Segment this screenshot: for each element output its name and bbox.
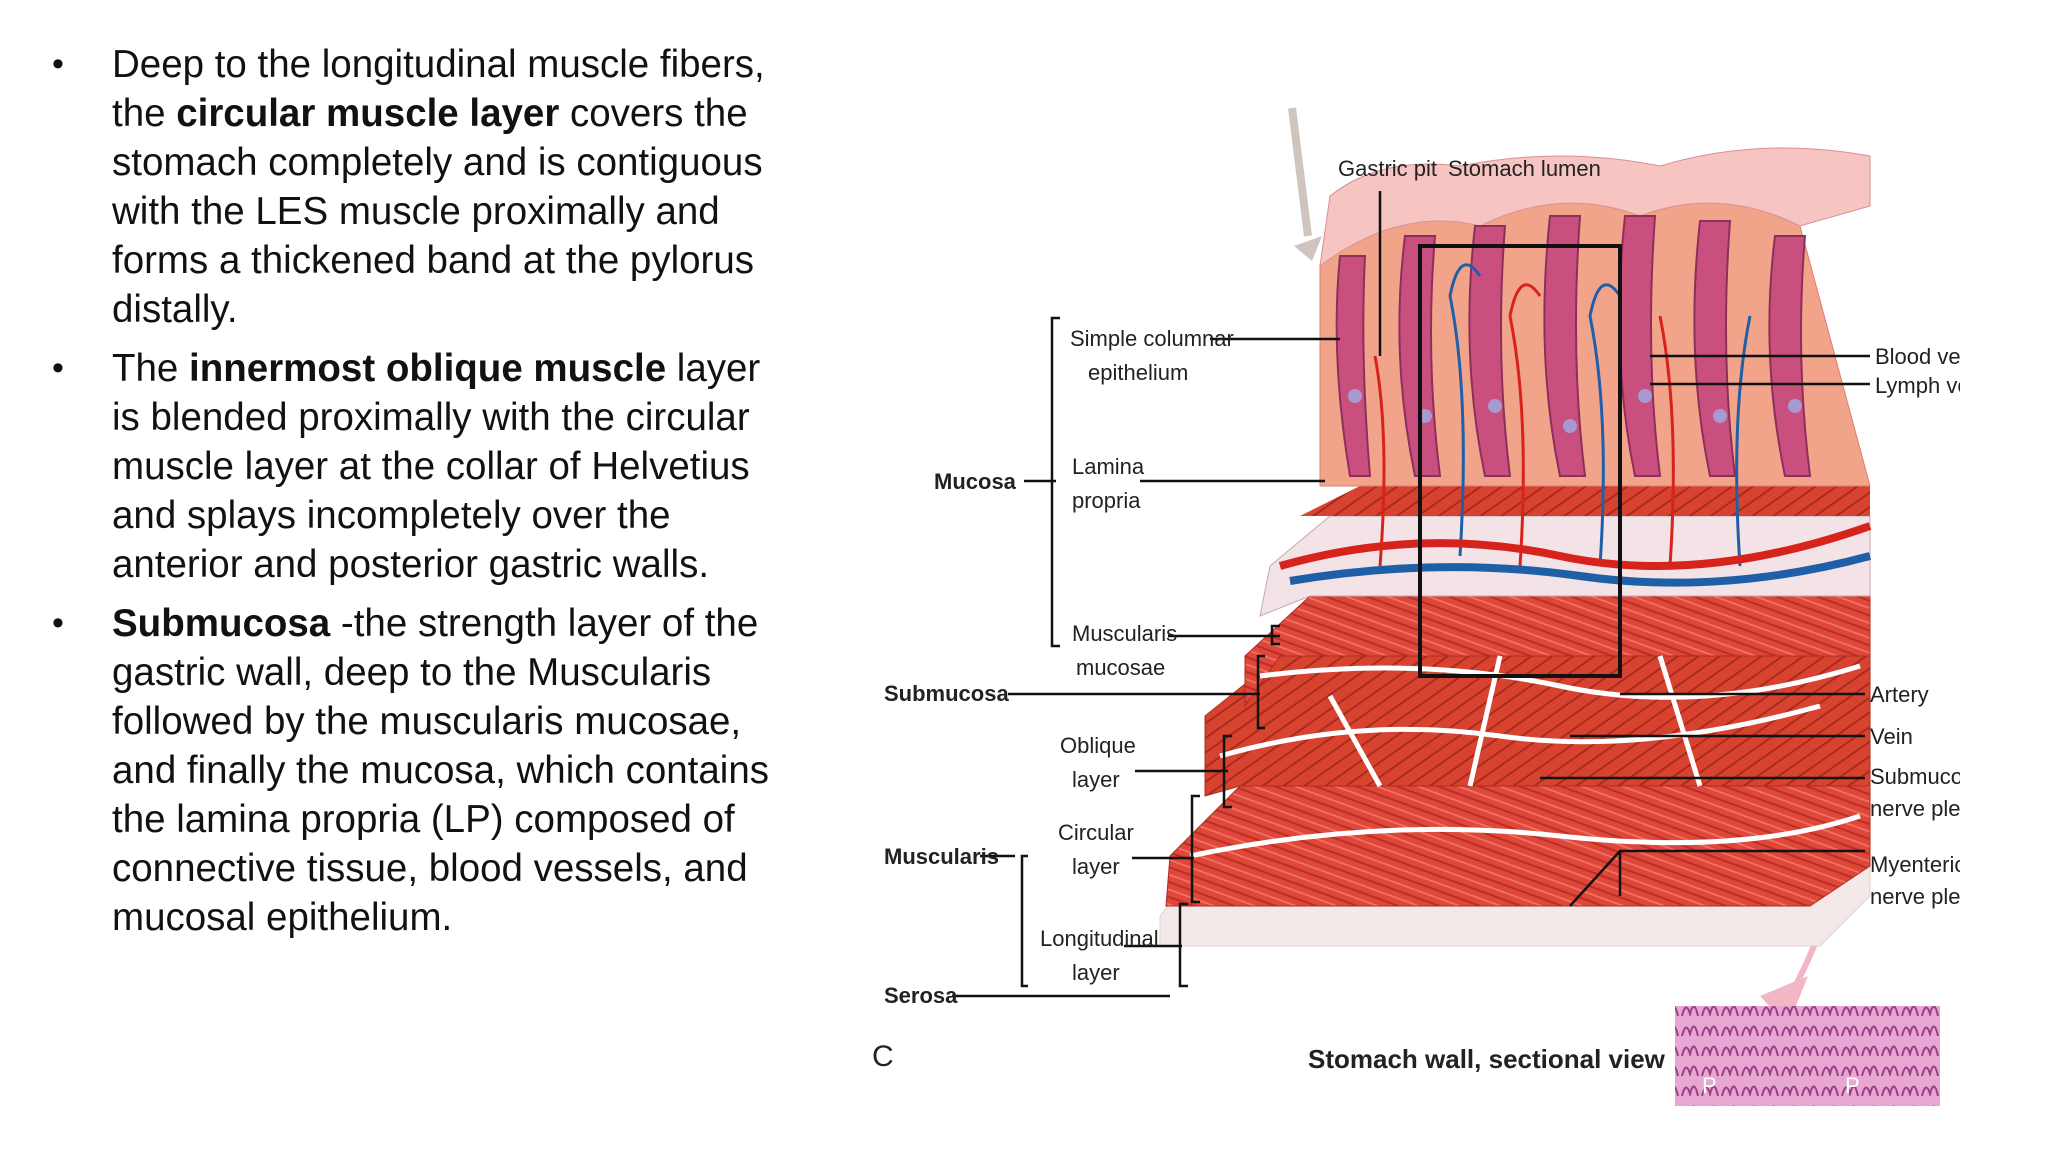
figure-caption: Stomach wall, sectional view bbox=[1308, 1044, 1666, 1074]
stomach-lumen-label: Stomach lumen bbox=[1448, 156, 1601, 181]
submucosal-plexus-label-1: Submucosal bbox=[1870, 764, 1960, 789]
detail-box bbox=[1418, 244, 1622, 678]
submucosa-label: Submucosa bbox=[884, 681, 1009, 706]
circular-layer-label-1: Circular bbox=[1058, 820, 1134, 845]
bullet-list: •Deep to the longitudinal muscle fibers,… bbox=[48, 40, 788, 952]
submucosal-plexus-label-2: nerve plexus bbox=[1870, 796, 1960, 821]
muscularis-mucosae-label-2: mucosae bbox=[1076, 655, 1165, 680]
pointer-arrow-head bbox=[1294, 236, 1322, 261]
myenteric-plexus-label-2: nerve plexus bbox=[1870, 884, 1960, 909]
lamina-label: Lamina bbox=[1072, 454, 1145, 479]
muscularis-label: Muscularis bbox=[884, 844, 999, 869]
serosa-label: Serosa bbox=[884, 983, 958, 1008]
panel-letter: C bbox=[872, 1040, 894, 1073]
connective-tissue-seams bbox=[1189, 655, 1861, 859]
inset-mark-right: P bbox=[1845, 1073, 1860, 1098]
blood-vessel-label: Blood vessel bbox=[1875, 344, 1960, 369]
detail-arrow-head bbox=[1760, 976, 1808, 1026]
pointer-arrow bbox=[1288, 107, 1312, 237]
muscularis-mucosae-label-1: Muscularis bbox=[1072, 621, 1177, 646]
oblique-layer-label-1: Oblique bbox=[1060, 733, 1136, 758]
mucosa-label: Mucosa bbox=[934, 469, 1017, 494]
oblique-layer-label-2: layer bbox=[1072, 767, 1120, 792]
bullet-item: •Submucosa -the strength layer of the ga… bbox=[48, 599, 788, 942]
gastric-pit-label: Gastric pit bbox=[1338, 156, 1437, 181]
submucosa-vessels bbox=[1278, 522, 1872, 587]
artery-label: Artery bbox=[1870, 682, 1929, 707]
inset-mark-left: P bbox=[1702, 1073, 1717, 1098]
bullet-dot: • bbox=[52, 349, 64, 387]
histology-inset bbox=[1675, 1006, 1940, 1106]
myenteric-plexus-label-1: Myenteric bbox=[1870, 852, 1960, 877]
lymph-vessel-label: Lymph vessel bbox=[1875, 373, 1960, 398]
bullet-dot: • bbox=[52, 604, 64, 642]
circular-layer-label-2: layer bbox=[1072, 854, 1120, 879]
bullet-item: •Deep to the longitudinal muscle fibers,… bbox=[48, 40, 788, 334]
vein-label: Vein bbox=[1870, 724, 1913, 749]
mucosa-vessels bbox=[1373, 263, 1752, 567]
simple-columnar-label: Simple columnar bbox=[1070, 326, 1234, 351]
stomach-wall-figure: Gastric pit Stomach lumen Simple columna… bbox=[872, 107, 1960, 1106]
propria-label: propria bbox=[1072, 488, 1141, 513]
longitudinal-layer-label-2: layer bbox=[1072, 960, 1120, 985]
gastric-glands bbox=[1335, 215, 1812, 477]
leader-lines bbox=[952, 191, 1870, 998]
epithelium-label: epithelium bbox=[1088, 360, 1188, 385]
longitudinal-layer bbox=[1165, 785, 1871, 907]
muscularis-mucosae-slab bbox=[1300, 486, 1870, 516]
bullet-dot: • bbox=[52, 45, 64, 83]
bullet-item: •The innermost oblique muscle layer is b… bbox=[48, 344, 788, 589]
longitudinal-layer-label-1: Longitudinal bbox=[1040, 926, 1159, 951]
